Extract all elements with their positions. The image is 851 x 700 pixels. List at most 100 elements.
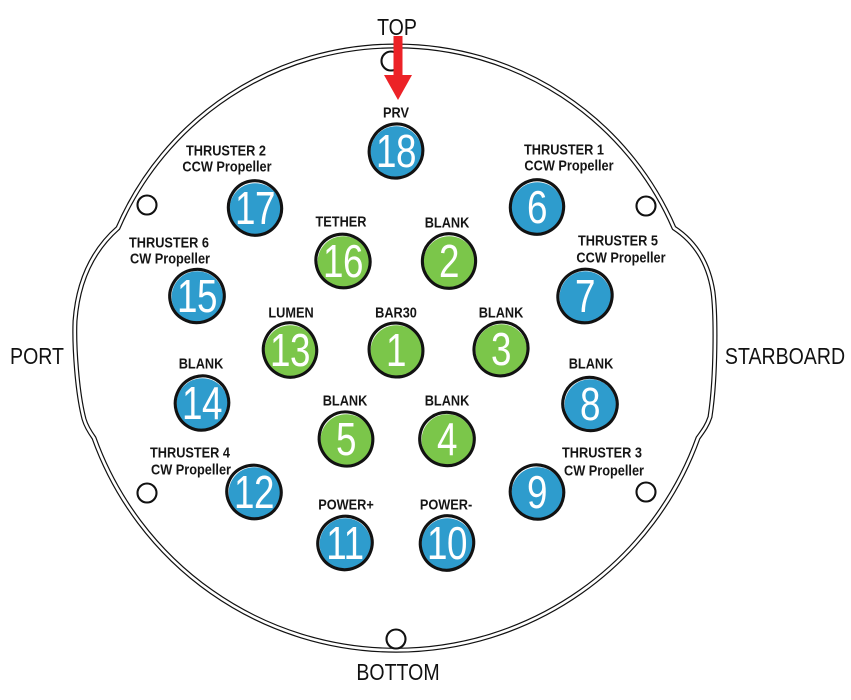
- hole-ring: [418, 514, 476, 572]
- hole-number: 6: [527, 181, 547, 233]
- arrow-shaft: [393, 36, 403, 77]
- hole-fill: [564, 379, 616, 431]
- hole-ring: [168, 267, 226, 325]
- arrow-head-icon: [384, 75, 412, 100]
- hole-label: THRUSTER 1: [524, 141, 604, 158]
- label-bottom: BOTTOM: [356, 660, 439, 686]
- hole-ring: [556, 267, 614, 325]
- hole-number: 16: [323, 235, 363, 287]
- hole-number: 15: [177, 270, 217, 322]
- hole-label: BLANK: [425, 214, 470, 231]
- hole-label: BLANK: [479, 304, 524, 321]
- label-starboard: STARBOARD: [725, 344, 845, 370]
- hole-label: BLANK: [569, 355, 614, 372]
- hole-label: CW Propeller: [564, 462, 645, 479]
- label-top: TOP: [377, 15, 417, 41]
- hole-ring: [225, 463, 283, 521]
- label-port: PORT: [10, 344, 64, 370]
- hole-fill: [475, 324, 527, 376]
- hole-number: 13: [270, 324, 310, 376]
- hole-ring: [261, 321, 319, 379]
- hole-label: THRUSTER 6: [129, 234, 209, 251]
- penetrator-hole-4: 4 BLANK: [418, 392, 476, 468]
- screw-hole: [136, 194, 158, 216]
- hole-fill: [229, 183, 281, 235]
- hole-number: 5: [336, 413, 356, 465]
- hole-label: BLANK: [425, 392, 470, 409]
- hole-ring: [317, 410, 375, 468]
- hole-ring: [367, 122, 425, 180]
- end-cap-outline-gap: [73, 44, 717, 652]
- hole-fill: [264, 325, 316, 377]
- hole-number: 12: [234, 466, 274, 518]
- hole-label: CW Propeller: [151, 461, 232, 478]
- hole-number: 17: [235, 182, 275, 234]
- hole-ring: [508, 463, 566, 521]
- hole-fill: [317, 236, 369, 288]
- hole-label: THRUSTER 4: [150, 444, 230, 461]
- hole-label: PRV: [383, 104, 410, 121]
- hole-number: 3: [491, 323, 511, 375]
- screw-hole: [385, 628, 407, 650]
- hole-label: THRUSTER 5: [578, 232, 658, 249]
- hole-label: POWER+: [318, 496, 374, 513]
- hole-number: 10: [427, 517, 467, 569]
- hole-ring: [314, 232, 372, 290]
- hole-label: CW Propeller: [130, 250, 211, 267]
- screw-hole: [136, 482, 158, 504]
- hole-ring: [226, 179, 284, 237]
- hole-fill: [171, 271, 223, 323]
- hole-number: 4: [437, 413, 457, 465]
- screw-hole: [635, 195, 657, 217]
- hole-fill: [421, 518, 473, 570]
- hole-fill: [423, 236, 475, 288]
- hole-fill: [319, 518, 371, 570]
- penetrator-hole-15: 15 THRUSTER 6CW Propeller: [129, 234, 226, 325]
- hole-ring: [173, 374, 231, 432]
- penetrator-hole-2: 2 BLANK: [420, 214, 478, 290]
- hole-ring: [367, 321, 425, 379]
- hole-number: 7: [575, 270, 595, 322]
- screw-holes-layer: [136, 50, 657, 650]
- penetrator-hole-18: 18 PRV: [367, 104, 425, 180]
- hole-number: 1: [386, 324, 406, 376]
- hole-label: THRUSTER 2: [186, 142, 266, 159]
- hole-label: CCW Propeller: [182, 158, 272, 175]
- hole-ring: [472, 320, 530, 378]
- hole-fill: [559, 271, 611, 323]
- hole-label: BLANK: [179, 355, 224, 372]
- hole-fill: [370, 325, 422, 377]
- hole-label: LUMEN: [268, 304, 313, 321]
- hole-fill: [511, 467, 563, 519]
- hole-label: CCW Propeller: [576, 249, 666, 266]
- hole-ring: [420, 232, 478, 290]
- hole-label: THRUSTER 3: [562, 444, 642, 461]
- hole-number: 18: [376, 125, 416, 177]
- hole-label: BAR30: [375, 304, 417, 321]
- hole-fill: [370, 126, 422, 178]
- penetrator-hole-3: 3 BLANK: [472, 304, 530, 378]
- hole-ring: [418, 410, 476, 468]
- penetrator-hole-5: 5 BLANK: [317, 392, 375, 468]
- penetrator-hole-1: 1 BAR30: [367, 304, 425, 379]
- penetrator-holes-layer: 1BAR302BLANK3BLANK4BLANK5BLANK6THRUSTER …: [129, 104, 666, 572]
- screw-hole: [635, 481, 657, 503]
- hole-label: TETHER: [316, 213, 367, 230]
- hole-label: CCW Propeller: [524, 157, 614, 174]
- hole-number: 2: [439, 235, 459, 287]
- hole-ring: [508, 178, 566, 236]
- hole-label: BLANK: [323, 392, 368, 409]
- hole-fill: [421, 414, 473, 466]
- penetrator-hole-16: 16 TETHER: [314, 213, 372, 290]
- top-direction-arrow: [384, 36, 412, 100]
